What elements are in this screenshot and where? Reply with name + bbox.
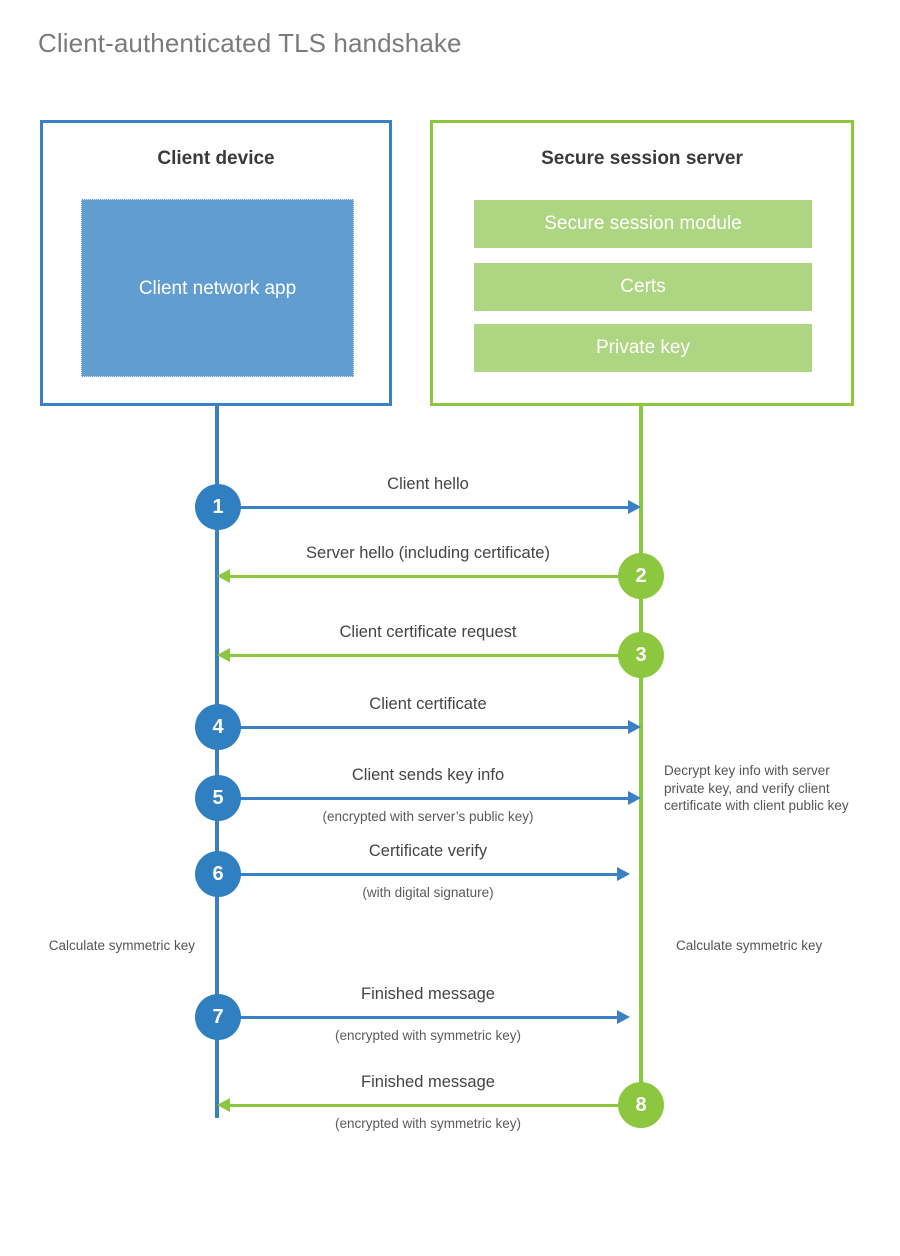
message-label: Client certificate: [369, 695, 487, 713]
step-badge-7: 7: [195, 994, 241, 1040]
message-label: Client hello: [387, 475, 469, 493]
secure-session-server-title: Secure session server: [541, 148, 743, 169]
message-sublabel: (encrypted with server’s public key): [322, 809, 534, 824]
arrow-right-icon: [617, 867, 630, 881]
message-line: [217, 797, 635, 800]
arrow-left-icon: [217, 1098, 230, 1112]
step-badge-3: 3: [618, 632, 664, 678]
client-device-box: Client device Client network app: [40, 120, 392, 406]
step-badge-5: 5: [195, 775, 241, 821]
arrow-right-icon: [628, 500, 641, 514]
message-label: Client certificate request: [339, 623, 517, 641]
message-sublabel: (encrypted with symmetric key): [334, 1028, 522, 1043]
client-network-app-label: Client network app: [138, 277, 297, 299]
server-component-certs: Certs: [474, 263, 812, 311]
arrow-left-icon: [217, 569, 230, 583]
server-component-label: Private key: [596, 337, 690, 358]
step-number: 1: [212, 495, 224, 518]
message-line: [217, 726, 635, 729]
message-line: [230, 654, 638, 657]
message-sublabel: (with digital signature): [362, 885, 494, 900]
message-label: Certificate verify: [368, 842, 488, 860]
step-number: 8: [635, 1093, 647, 1116]
step-badge-1: 1: [195, 484, 241, 530]
step-badge-4: 4: [195, 704, 241, 750]
page-title: Client-authenticated TLS handshake: [38, 28, 462, 58]
note-calculate-symmetric-key-server: Calculate symmetric key: [676, 938, 823, 953]
step-badge-2: 2: [618, 553, 664, 599]
step-number: 3: [635, 643, 647, 666]
message-label: Client sends key info: [351, 766, 505, 784]
step-number: 6: [212, 862, 224, 885]
message-label: Server hello (including certificate): [306, 544, 550, 562]
message-sublabel: (encrypted with symmetric key): [334, 1116, 522, 1131]
message-line: [217, 506, 635, 509]
secure-session-server-box: Secure session server Secure session mod…: [430, 120, 854, 406]
message-label: Finished message: [361, 1073, 495, 1091]
client-network-app-box: Client network app: [81, 199, 354, 377]
server-lifeline: [639, 406, 643, 1106]
message-line: [217, 1016, 624, 1019]
message-label: Finished message: [361, 985, 495, 1003]
message-line: [230, 1104, 638, 1107]
server-component-label: Certs: [620, 276, 666, 297]
arrow-right-icon: [617, 1010, 630, 1024]
note-calculate-symmetric-key-client: Calculate symmetric key: [48, 938, 195, 953]
note-decrypt-key-info: Decrypt key info with server private key…: [664, 763, 849, 813]
server-component-label: Secure session module: [544, 213, 742, 234]
client-device-title: Client device: [157, 148, 275, 169]
message-line: [230, 575, 638, 578]
arrow-right-icon: [628, 791, 641, 805]
message-line: [217, 873, 624, 876]
step-number: 2: [635, 564, 647, 587]
arrow-left-icon: [217, 648, 230, 662]
step-number: 4: [212, 715, 224, 738]
step-badge-6: 6: [195, 851, 241, 897]
step-number: 7: [212, 1005, 224, 1028]
step-badge-8: 8: [618, 1082, 664, 1128]
step-number: 5: [212, 786, 224, 809]
server-component-secure-session-module: Secure session module: [474, 200, 812, 248]
server-component-private-key: Private key: [474, 324, 812, 372]
arrow-right-icon: [628, 720, 641, 734]
client-lifeline: [215, 406, 219, 1118]
